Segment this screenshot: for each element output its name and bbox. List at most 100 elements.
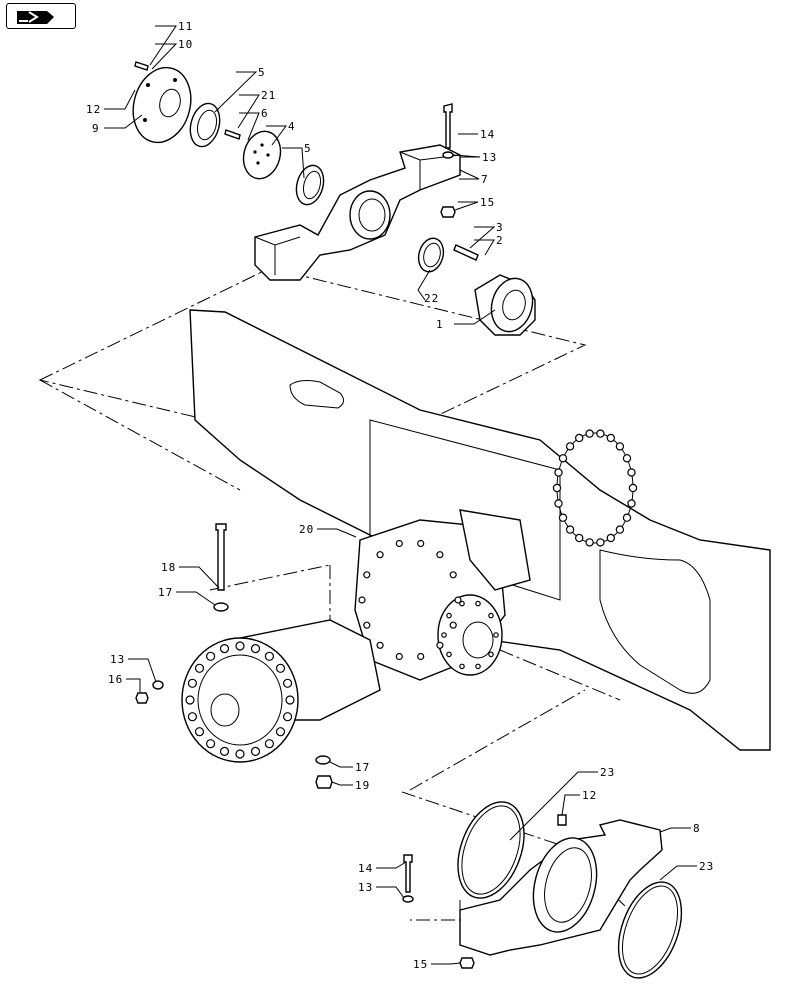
frame-bolt — [627, 468, 636, 477]
callout-5: 5 — [258, 66, 266, 79]
hub-bolt — [283, 678, 293, 688]
callout-12: 12 — [86, 103, 101, 116]
callout-18: 18 — [161, 561, 176, 574]
frame-bolt — [615, 525, 625, 534]
hub-bolt — [285, 695, 295, 705]
frame-bolt — [554, 499, 563, 508]
seal-ring-part-23a — [457, 801, 525, 899]
hub-bolt — [219, 746, 230, 757]
housing-bolt — [395, 539, 403, 548]
frame-bolt — [596, 538, 605, 547]
hub-bolt — [283, 712, 293, 722]
washer-part-13c — [402, 895, 414, 903]
callout-15: 15 — [413, 958, 428, 971]
washer-part-17b — [315, 755, 331, 765]
washer-part-13b — [152, 680, 164, 690]
flange-bolt — [475, 600, 481, 607]
flange-bolt — [493, 632, 499, 638]
frame-bolt — [606, 533, 616, 543]
flange-bolt — [459, 663, 465, 670]
callout-5: 5 — [304, 142, 312, 155]
bolt-part-3 — [453, 244, 479, 261]
frame-bolt — [622, 513, 632, 522]
bolt-part-21 — [224, 129, 241, 140]
flange-bolt — [488, 612, 494, 619]
nut-part-15b — [459, 957, 475, 969]
frame-bolt — [552, 483, 562, 493]
callout-13: 13 — [110, 653, 125, 666]
callout-21: 21 — [261, 89, 276, 102]
housing-bolt — [358, 596, 366, 604]
flange-bolt — [475, 663, 481, 670]
axle-housing — [181, 509, 531, 763]
housing-bolt — [363, 621, 371, 629]
callout-12: 12 — [582, 789, 597, 802]
callout-23: 23 — [600, 766, 615, 779]
callout-7: 7 — [481, 173, 489, 186]
assembly-group-upper — [38, 267, 587, 456]
hub-bolt — [250, 643, 261, 654]
callout-16: 16 — [108, 673, 123, 686]
flange-bolt — [446, 612, 452, 619]
hub-bolt — [264, 651, 274, 661]
housing-bolt — [449, 621, 457, 629]
callout-6: 6 — [261, 107, 269, 120]
callout-23: 23 — [699, 860, 714, 873]
washer-part-17a — [213, 602, 229, 612]
housing-bolt — [454, 596, 462, 604]
frame-bolt — [554, 468, 563, 477]
frame-bolt — [622, 454, 632, 463]
fitting-part-12b — [557, 814, 567, 826]
nut-part-15a — [440, 206, 456, 218]
hub-bolt — [187, 712, 197, 722]
housing-bolt — [395, 652, 403, 661]
callout-9: 9 — [92, 122, 100, 135]
callout-17: 17 — [355, 761, 370, 774]
callout-8: 8 — [693, 822, 701, 835]
housing-bolt — [449, 571, 457, 579]
frame-bolt — [585, 538, 594, 547]
hub-bolt — [206, 739, 216, 749]
seal-ring-part-22 — [417, 237, 445, 273]
frame-bolt — [565, 525, 575, 534]
housing-bolt — [376, 641, 384, 649]
shim-part-5b — [295, 164, 325, 206]
frame-bolt — [575, 533, 584, 543]
hub-bolt — [275, 663, 286, 673]
hub-bolt — [250, 746, 261, 757]
callout-4: 4 — [288, 120, 296, 133]
callout-1: 1 — [436, 318, 444, 331]
shim-part-5a — [189, 102, 221, 148]
hub-bolt — [185, 695, 195, 705]
frame-bolt — [575, 433, 584, 443]
bolt-part-14a — [443, 103, 453, 149]
callout-3: 3 — [496, 221, 504, 234]
frame-bolt — [628, 483, 638, 493]
housing-bolt — [363, 571, 371, 579]
bolt-part-14b — [403, 854, 413, 893]
end-cap-part-9 — [132, 66, 192, 144]
hub-bolt — [187, 678, 197, 688]
cradle-part-8 — [459, 819, 663, 956]
hub-bolt — [264, 739, 274, 749]
hub-bolt — [194, 663, 205, 673]
frame-bolt — [615, 442, 625, 451]
housing-bolt — [376, 551, 384, 559]
bolt-part-11 — [134, 61, 149, 71]
next-page-button[interactable] — [6, 3, 76, 29]
hub-bolt — [206, 651, 216, 661]
callout-14: 14 — [358, 862, 373, 875]
hub-bolt — [194, 727, 205, 737]
flange-bolt — [446, 651, 452, 658]
housing-bolt — [436, 641, 444, 649]
pivot-bracket-part-7 — [254, 144, 461, 281]
callout-13: 13 — [482, 151, 497, 164]
callout-13: 13 — [358, 881, 373, 894]
frame-bolt — [558, 513, 568, 522]
leader-lines — [104, 25, 697, 965]
housing-bolt — [436, 551, 444, 559]
flange-bolt — [488, 651, 494, 658]
callout-19: 19 — [355, 779, 370, 792]
plate-part-4 — [242, 130, 282, 180]
